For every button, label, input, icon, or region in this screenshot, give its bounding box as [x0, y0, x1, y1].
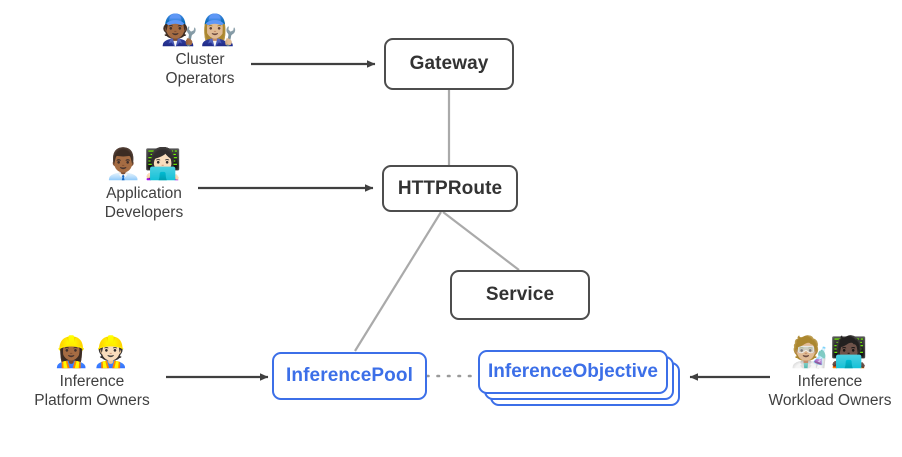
inference-platform-owners-caption: Inference Platform Owners — [16, 372, 168, 410]
node-httproute[interactable]: HTTPRoute — [382, 165, 518, 212]
edge-httproute-service — [442, 211, 520, 271]
actor-application-developers: 👨🏾‍💼👩🏻‍💻 Application Developers — [82, 148, 206, 222]
node-gateway-label: Gateway — [409, 53, 489, 74]
inference-platform-owners-caption-line2: Platform Owners — [34, 392, 150, 409]
inference-platform-owners-caption-line1: Inference — [59, 373, 125, 390]
application-developers-caption-line1: Application — [106, 185, 182, 202]
node-service[interactable]: Service — [450, 270, 590, 320]
application-developers-caption-line2: Developers — [104, 204, 184, 221]
cluster-operators-caption-line1: Cluster — [175, 51, 225, 68]
node-service-label: Service — [485, 284, 555, 305]
actor-cluster-operators: 🧑🏾‍🔧👩🏼‍🔧 Cluster Operators — [145, 14, 255, 88]
inference-platform-owners-icon: 👷🏾‍♀️👷🏻 — [52, 336, 132, 369]
node-inferenceobjective[interactable]: InferenceObjective — [478, 350, 668, 394]
node-httproute-label: HTTPRoute — [397, 177, 503, 199]
inference-workload-owners-caption: Inference Workload Owners — [766, 372, 894, 410]
application-developers-caption: Application Developers — [82, 184, 206, 222]
node-gateway[interactable]: Gateway — [384, 38, 514, 90]
cluster-operators-caption: Cluster Operators — [145, 50, 255, 88]
actor-inference-platform-owners: 👷🏾‍♀️👷🏻 Inference Platform Owners — [16, 336, 168, 410]
node-inferencepool[interactable]: InferencePool — [272, 352, 427, 400]
application-developers-icon: 👨🏾‍💼👩🏻‍💻 — [104, 148, 184, 181]
cluster-operators-caption-line2: Operators — [165, 70, 235, 87]
inference-workload-owners-icon: 🧑🏼‍🔬🧑🏿‍💻 — [790, 336, 870, 369]
node-inferencepool-label: InferencePool — [286, 365, 413, 386]
inference-workload-owners-caption-line2: Workload Owners — [768, 392, 892, 409]
actor-inference-workload-owners: 🧑🏼‍🔬🧑🏿‍💻 Inference Workload Owners — [766, 336, 894, 410]
node-inferenceobjective-label: InferenceObjective — [487, 361, 659, 382]
cluster-operators-icon: 🧑🏾‍🔧👩🏼‍🔧 — [160, 14, 240, 47]
inference-workload-owners-caption-line1: Inference — [797, 373, 863, 390]
node-inferenceobjective-stack[interactable]: InferenceObjective — [478, 350, 690, 406]
edge-httproute-inferencepool — [354, 211, 442, 352]
